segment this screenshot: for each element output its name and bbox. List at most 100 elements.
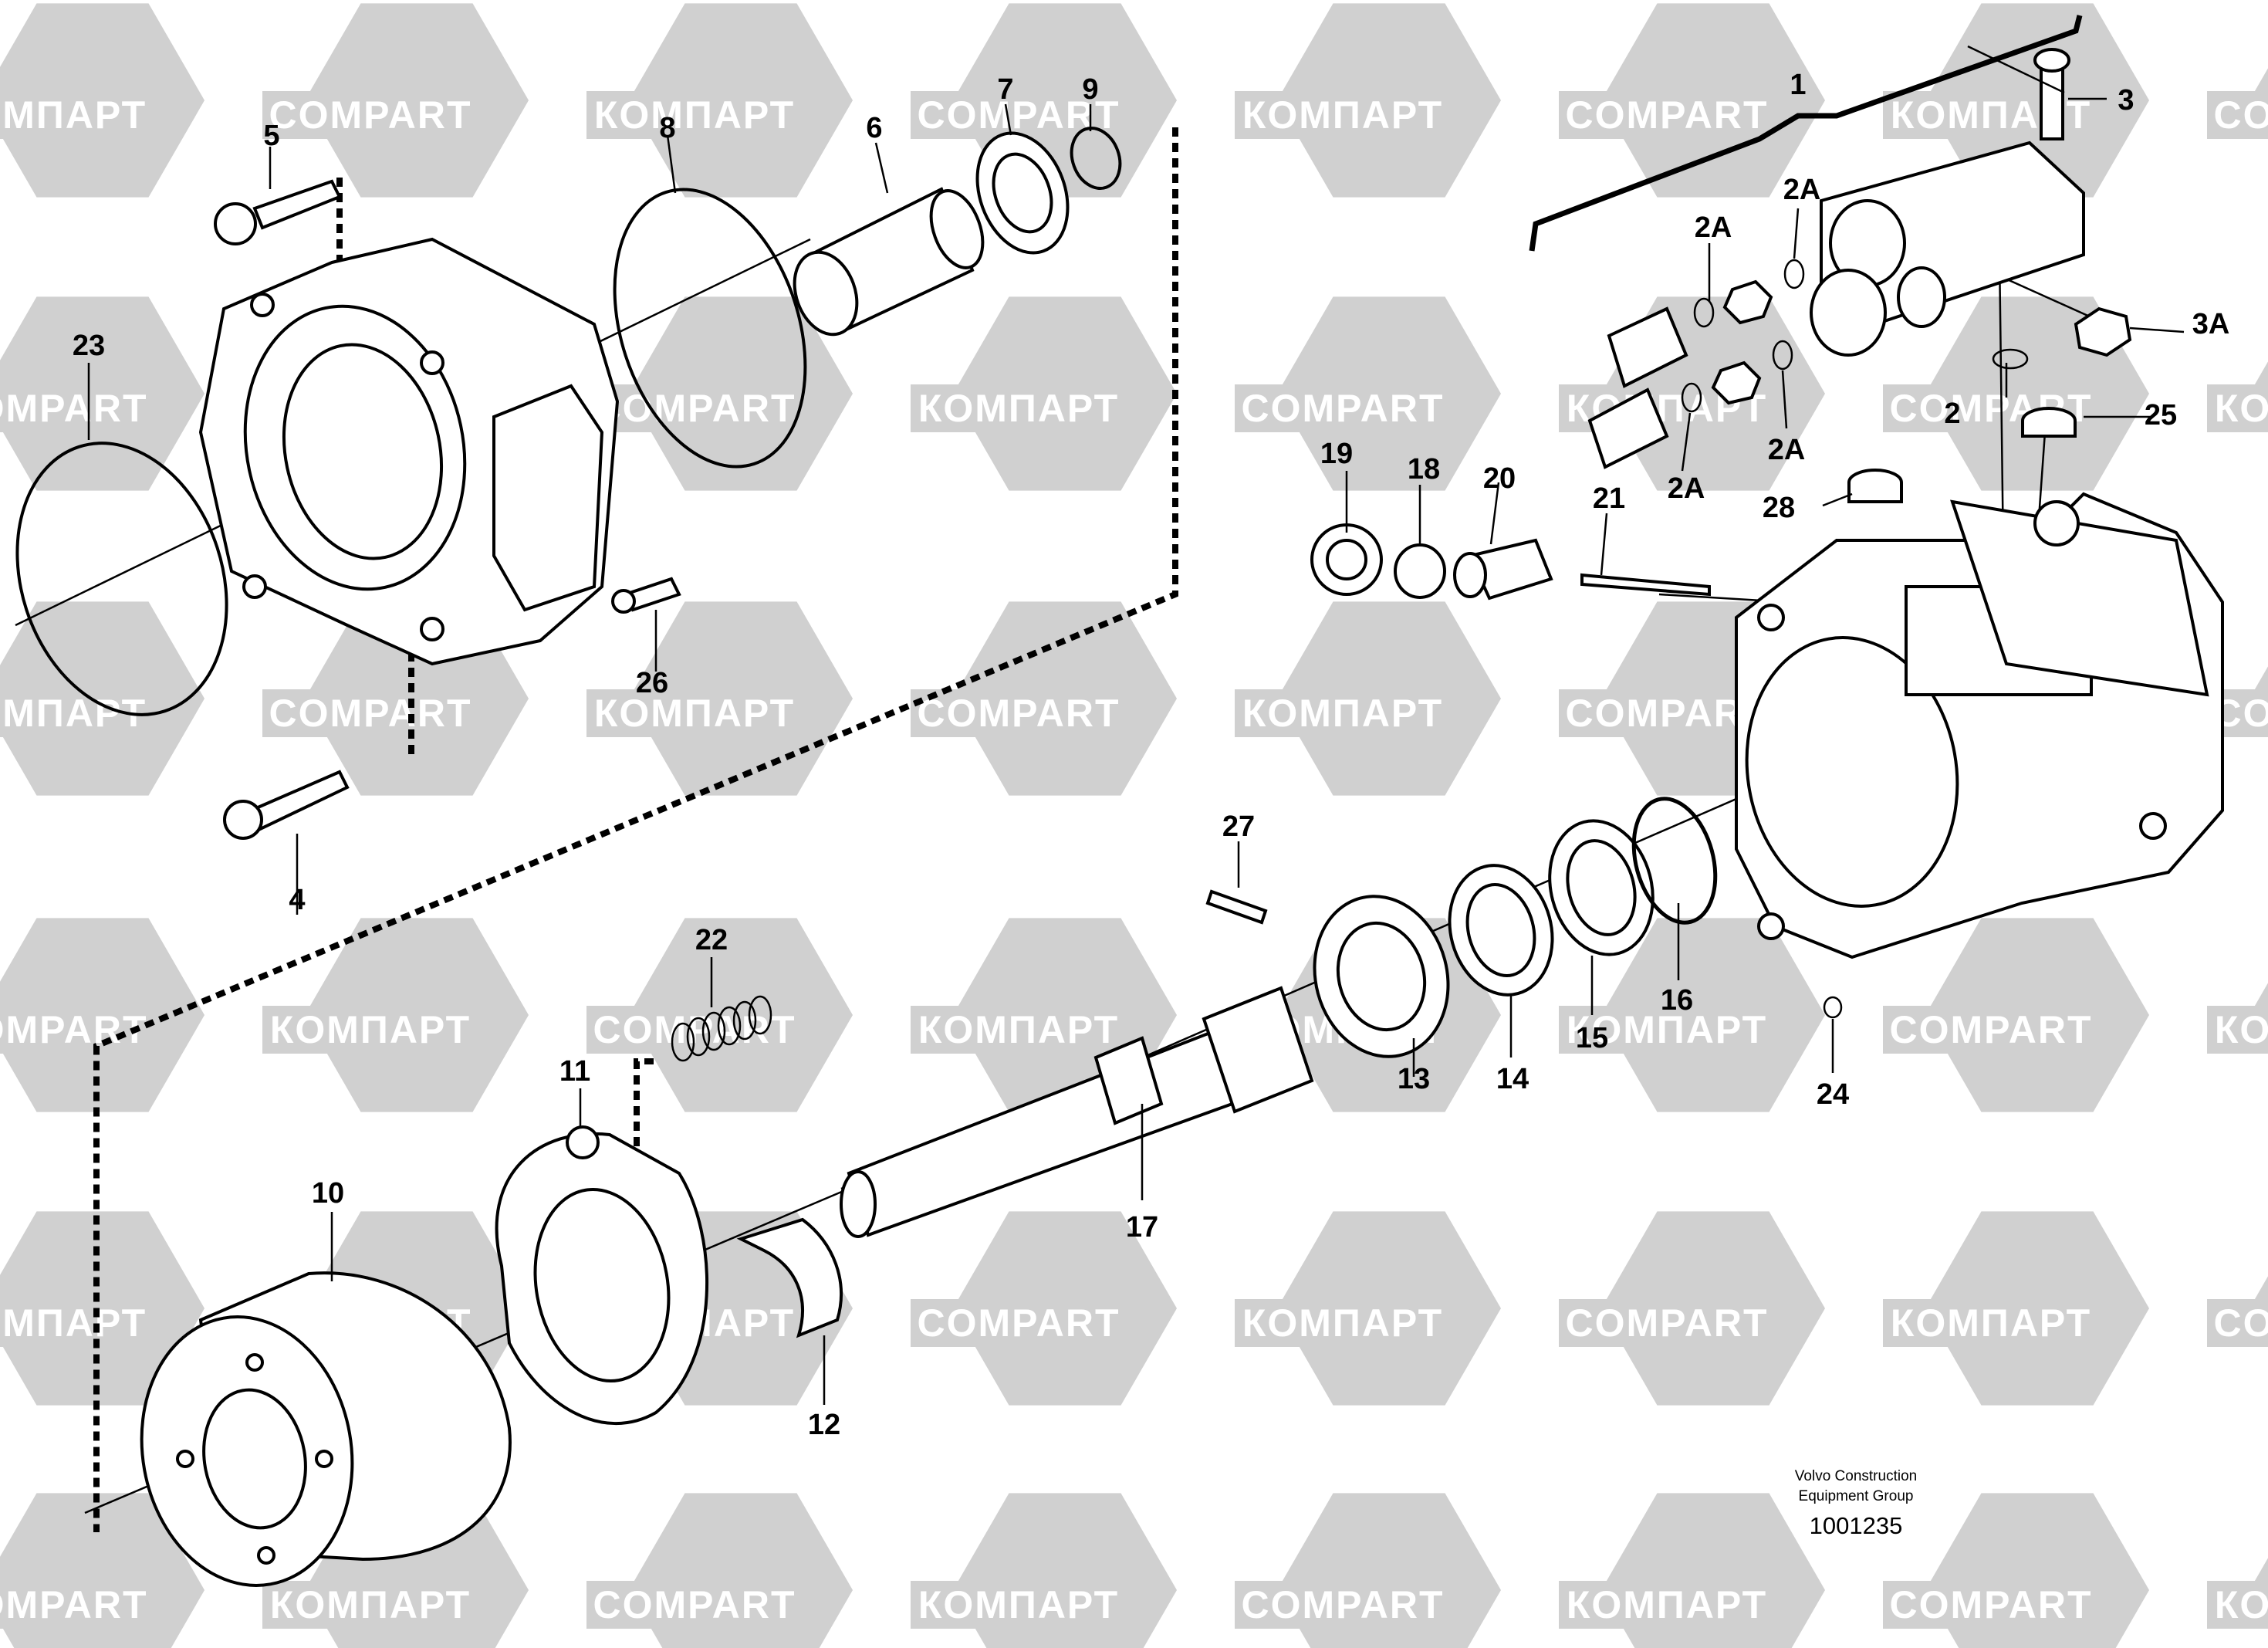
watermark-text: КОМПАРТ	[2215, 1008, 2268, 1051]
watermark-tile: COMPART	[586, 918, 853, 1112]
label-8: 8	[659, 112, 675, 144]
watermark-text: КОМПАРТ	[1242, 692, 1443, 735]
label-20: 20	[1483, 462, 1516, 495]
needle-bearing-6	[793, 187, 985, 337]
label-2A-d: 2A	[1668, 472, 1705, 505]
o-ring-8	[613, 188, 807, 469]
watermark-band	[0, 384, 154, 432]
watermark-tile: КОМПАРТ	[0, 601, 204, 796]
watermark-tile: КОМПАРТ	[1559, 1493, 1825, 1648]
watermark-tile: КОМПАРТ	[1559, 918, 1825, 1112]
label-9: 9	[1082, 73, 1098, 106]
plug-25	[2021, 407, 2077, 438]
watermark-tile: COMPART	[1883, 918, 2149, 1112]
watermark-band	[1235, 91, 1451, 139]
watermark-tile: КОМПАРТ	[586, 3, 853, 198]
watermark-tile: COMPART	[911, 1211, 1177, 1406]
watermark-tile: COMPART	[1883, 1493, 2149, 1648]
watermark-band	[0, 1581, 154, 1629]
watermark-band	[1883, 1006, 2099, 1054]
pump-body	[1735, 492, 2224, 959]
caption-number: 1001235	[1810, 1512, 1903, 1539]
label-15: 15	[1576, 1022, 1608, 1054]
watermark-tile: КОМПАРТ	[2207, 983, 2268, 1054]
label-1: 1	[1790, 69, 1806, 101]
fittings-2A	[1587, 259, 1805, 469]
watermark-text: КОМПАРТ	[1242, 1301, 1443, 1345]
bushing-19	[1310, 523, 1383, 596]
label-2A-c: 2A	[1768, 434, 1806, 466]
cylinder-block-10	[140, 1271, 512, 1587]
screw-27	[1205, 889, 1268, 925]
watermark-band	[1235, 1299, 1451, 1347]
watermark-tile: КОМПАРТ	[0, 1211, 204, 1406]
watermark-text: COMPART	[0, 387, 148, 430]
dashed-alignment-lines	[93, 127, 1178, 1532]
watermark-band	[911, 1006, 1127, 1054]
pin-26	[611, 577, 681, 614]
watermark-tile: COMPART	[1235, 1493, 1501, 1648]
watermark-text: COMPART	[2213, 1301, 2268, 1345]
watermark-text: COMPART	[1889, 1008, 2092, 1051]
watermark-text: COMPART	[917, 1301, 1120, 1345]
watermark-tile: КОМПАРТ	[911, 1493, 1177, 1648]
label-7: 7	[997, 73, 1013, 106]
watermark-tile: КОМПАРТ	[1883, 1211, 2149, 1406]
watermark-tile: COMPART	[1559, 1211, 1825, 1406]
leader-lines	[87, 45, 2185, 1405]
plug-28	[1847, 469, 1903, 503]
label-11: 11	[559, 1055, 590, 1088]
bracket-1	[1529, 15, 2083, 252]
rod-21	[1580, 573, 1711, 597]
watermark-text: КОМПАРТ	[594, 692, 795, 735]
label-16: 16	[1661, 984, 1693, 1017]
watermark-band	[2207, 1006, 2268, 1054]
bearing-7	[975, 131, 1070, 255]
watermark-band	[911, 384, 1127, 432]
watermark-text: COMPART	[1565, 692, 1768, 735]
watermark-text: КОМПАРТ	[0, 93, 147, 137]
watermark-text: COMPART	[917, 692, 1120, 735]
watermark-text: COMPART	[0, 1583, 148, 1626]
watermark-text: КОМПАРТ	[918, 387, 1119, 430]
watermark-band	[1883, 1581, 2099, 1629]
label-19: 19	[1320, 438, 1353, 470]
watermark-text: COMPART	[269, 692, 472, 735]
watermark-text: КОМПАРТ	[0, 1301, 147, 1345]
watermark-tile: КОМПАРТ	[2207, 361, 2268, 432]
label-22: 22	[695, 924, 728, 956]
label-13: 13	[1398, 1063, 1430, 1095]
watermark-tile: КОМПАРТ	[586, 601, 853, 796]
watermark-tile: COMPART	[911, 601, 1177, 796]
watermark-band	[911, 1581, 1127, 1629]
watermark-band	[1235, 689, 1451, 737]
label-23: 23	[73, 330, 105, 362]
watermark-tile: КОМПАРТ	[262, 918, 529, 1112]
label-21: 21	[1593, 482, 1625, 515]
watermark-band	[586, 689, 803, 737]
label-17: 17	[1126, 1211, 1158, 1244]
watermark-tile: COMPART	[586, 1493, 853, 1648]
watermark-tile: КОМПАРТ	[1235, 1211, 1501, 1406]
watermark-tile: КОМПАРТ	[911, 296, 1177, 491]
watermark-band	[1559, 1581, 1775, 1629]
watermark-text: КОМПАРТ	[2215, 387, 2268, 430]
watermark-text: COMPART	[593, 387, 796, 430]
watermark-text: COMPART	[1889, 1583, 2092, 1626]
watermark-band	[586, 91, 803, 139]
label-14: 14	[1496, 1063, 1529, 1095]
bolt-3	[2033, 48, 2070, 140]
o-ring-large-23	[15, 442, 228, 716]
watermark-tile: COMPART	[262, 3, 529, 198]
label-6: 6	[866, 112, 882, 144]
o-ring-24	[1823, 996, 1843, 1019]
watermark-band	[2207, 384, 2268, 432]
watermark-tile: COMPART	[586, 296, 853, 491]
watermark-text: COMPART	[1241, 1583, 1444, 1626]
watermark-tile: КОМПАРТ	[2207, 1558, 2268, 1629]
watermark-text: КОМПАРТ	[270, 1583, 471, 1626]
watermark-text: КОМПАРТ	[918, 1008, 1119, 1051]
circlip-16	[1631, 797, 1718, 925]
watermark-tile: COMPART	[1235, 296, 1501, 491]
watermark-tile: КОМПАРТ	[1235, 3, 1501, 198]
